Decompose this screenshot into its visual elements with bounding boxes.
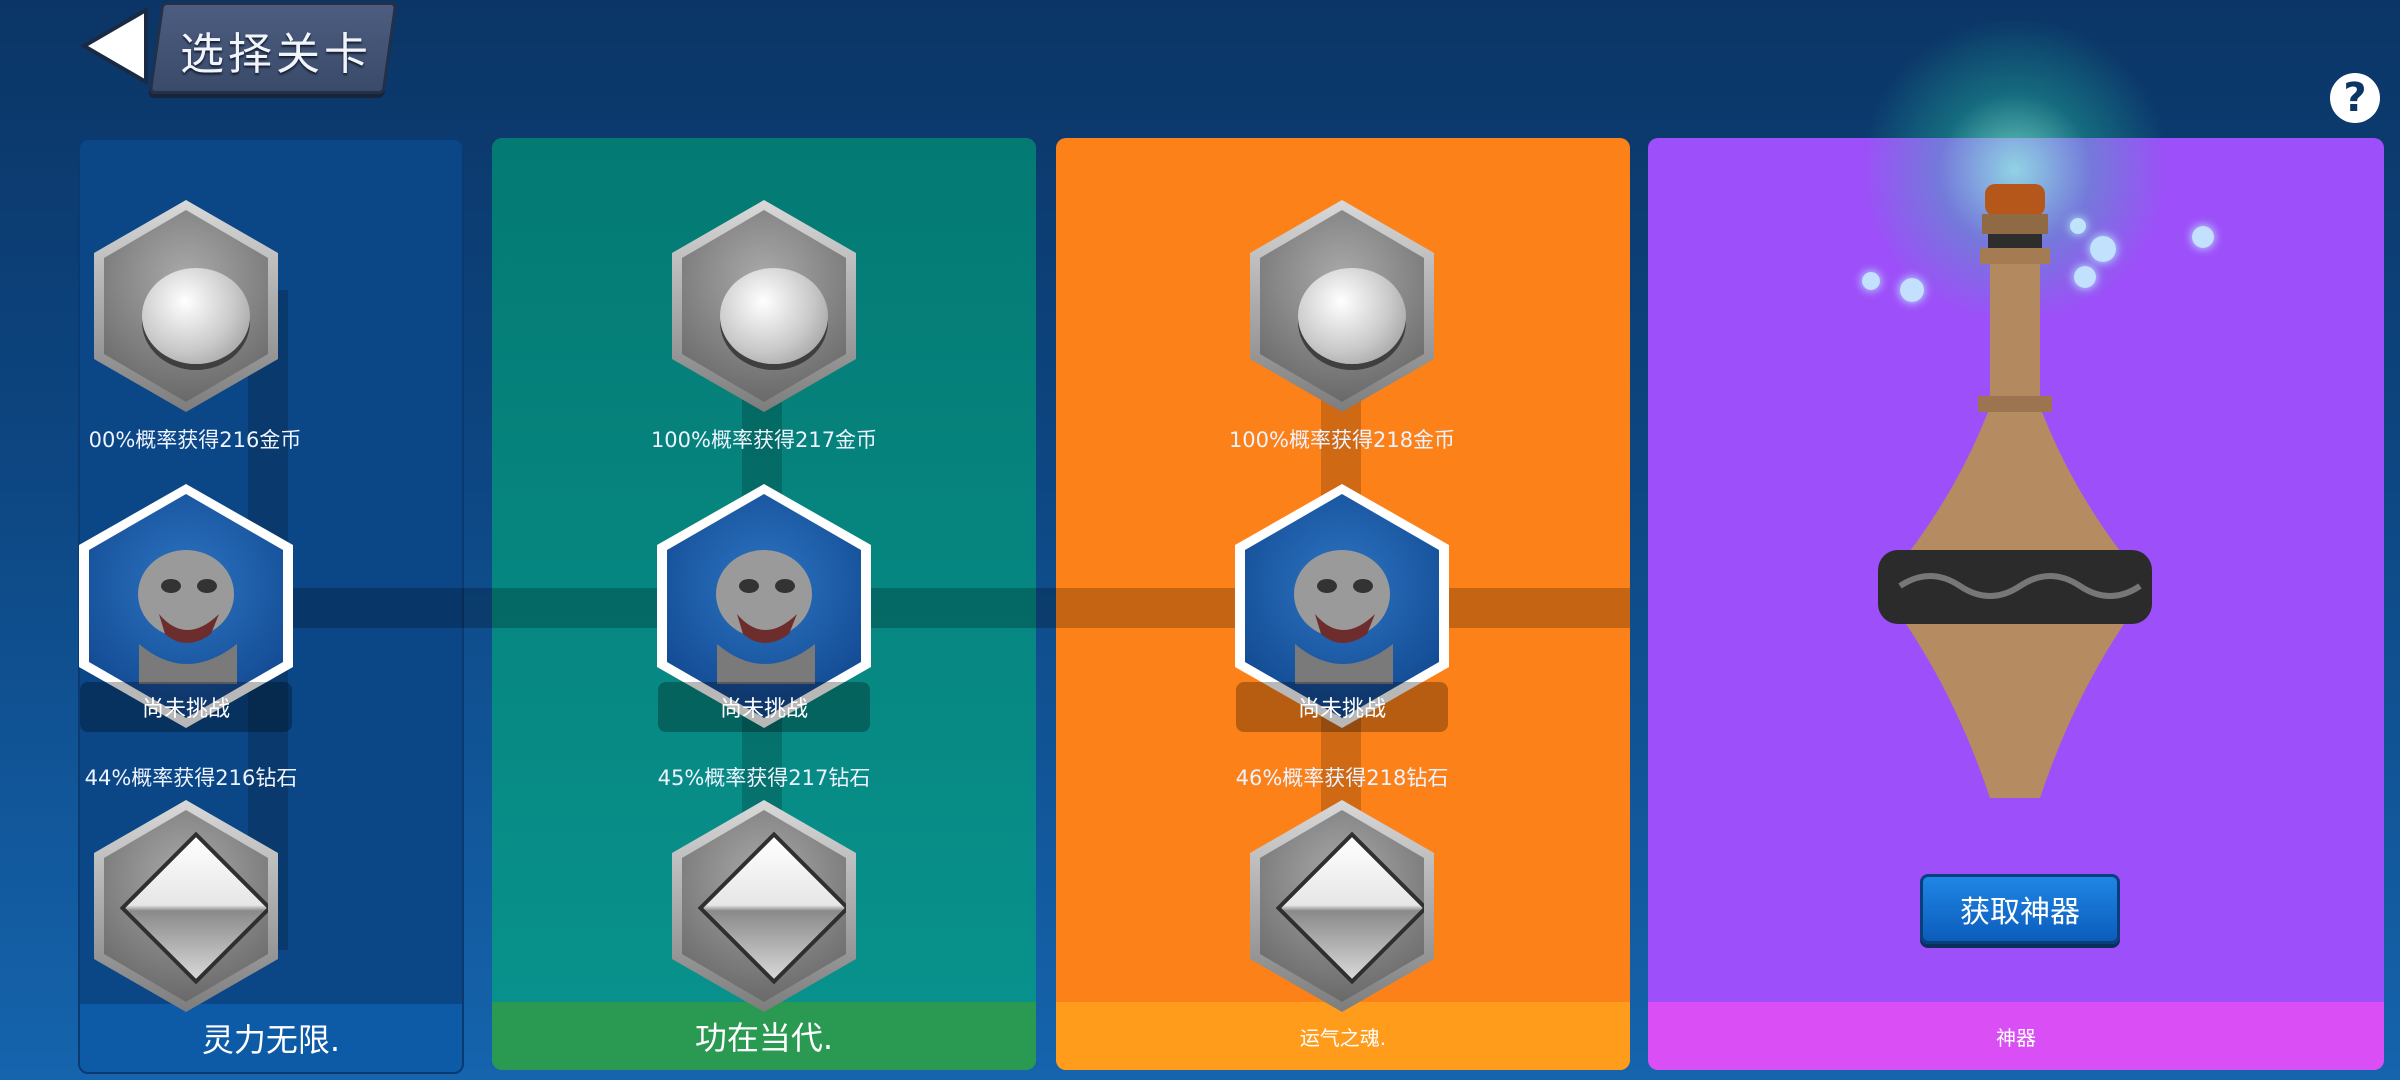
status-badge: 尚未挑战 <box>80 682 292 732</box>
monster-icon <box>716 550 815 684</box>
help-icon: ? <box>2343 75 2367 121</box>
monster-icon <box>138 550 237 684</box>
level-footer: 功在当代. <box>492 1002 1036 1070</box>
coin-reward-text: 00%概率获得216金币 <box>88 428 302 452</box>
diamond-reward-text: 44%概率获得216钻石 <box>84 766 298 790</box>
level-footer: 灵力无限. <box>80 1004 462 1072</box>
diamond-reward-text: 46%概率获得218钻石 <box>1235 766 1449 790</box>
artifact-footer: 神器 <box>1648 1002 2384 1070</box>
status-badge: 尚未挑战 <box>1236 682 1448 732</box>
level-footer: 运气之魂. <box>1056 1002 1630 1070</box>
potion-bottle-icon <box>1878 184 2152 798</box>
back-button[interactable] <box>78 4 150 88</box>
bubble <box>2090 236 2116 262</box>
bubble <box>1862 272 1880 290</box>
get-artifact-button[interactable]: 获取神器 <box>1920 874 2120 944</box>
status-badge: 尚未挑战 <box>658 682 870 732</box>
boss-icon[interactable] <box>657 484 871 728</box>
bubble <box>2074 266 2096 288</box>
bubble <box>1900 278 1924 302</box>
bubble <box>2192 226 2214 248</box>
coin-reward-icon <box>672 200 856 412</box>
bubble <box>2070 218 2086 234</box>
monster-icon <box>1294 550 1393 684</box>
page-title: 选择关卡 <box>180 29 372 80</box>
boss-icon[interactable] <box>79 484 293 728</box>
help-button[interactable]: ? <box>2330 73 2380 123</box>
diamond-reward-text: 45%概率获得217钻石 <box>657 766 871 790</box>
coin-reward-text: 100%概率获得218金币 <box>1228 428 1456 452</box>
back-arrow-icon <box>80 6 148 86</box>
coin-reward-text: 100%概率获得217金币 <box>650 428 878 452</box>
